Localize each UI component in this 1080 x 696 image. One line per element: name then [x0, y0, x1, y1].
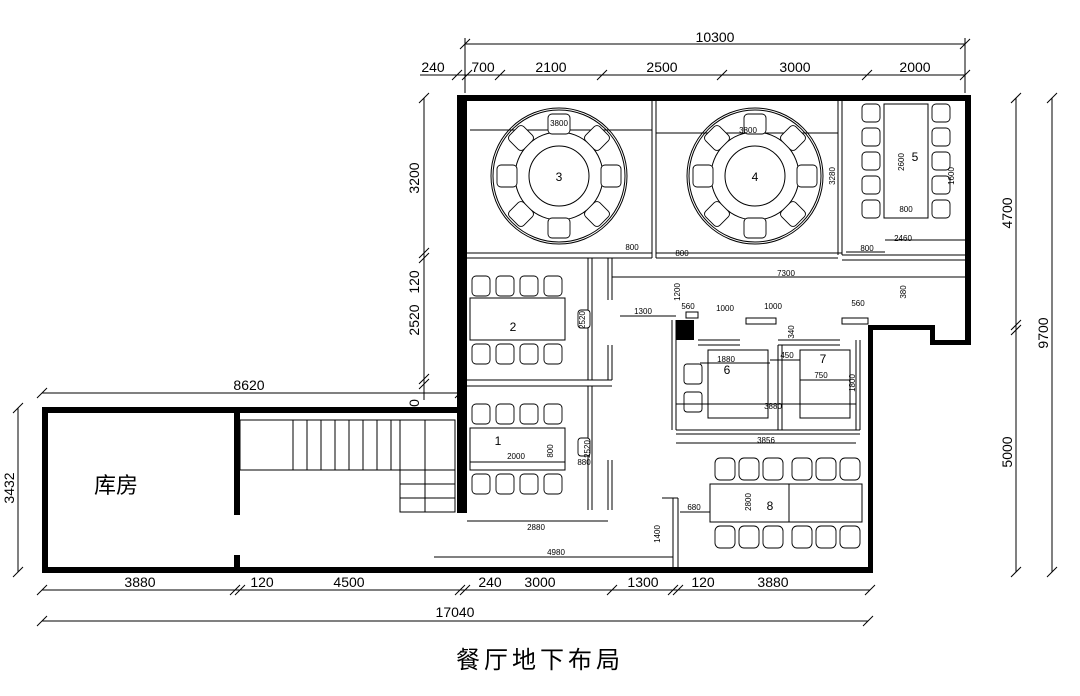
dim-bottom-seg-0: 3880	[124, 574, 155, 590]
sdim-1300: 1300	[634, 307, 652, 316]
sdim-880: 880	[577, 458, 591, 467]
bar-room-6-7	[683, 349, 851, 419]
room-number-8: 8	[767, 499, 774, 513]
room-number-4: 4	[752, 170, 759, 184]
sdim-4980: 4980	[547, 548, 565, 557]
dim-bottom-seg-3: 240	[478, 574, 502, 590]
dim-right-seg-0: 4700	[999, 197, 1015, 228]
sdim-680: 680	[687, 503, 701, 512]
walls	[42, 95, 971, 573]
sdim-1800: 1800	[848, 374, 857, 392]
round-chairs-4	[692, 113, 818, 239]
sdim-1400: 1400	[653, 525, 662, 543]
sdim-800c: 800	[625, 243, 639, 252]
dim-left-seg-3: 0	[406, 399, 422, 407]
dim-bottom-seg-2: 4500	[333, 574, 364, 590]
dim-top-total: 10300	[696, 29, 735, 45]
small-dimension-labels: 3800 3800 3280 2600 1600 800 2460 800 80…	[507, 119, 956, 557]
sdim-560a: 560	[681, 302, 695, 311]
dim-left-seg-0: 3200	[406, 162, 422, 193]
sdim-800d: 800	[675, 249, 689, 258]
sdim-2520b: 2520	[583, 440, 592, 458]
dim-right-seg-1: 5000	[999, 436, 1015, 467]
room-number-5: 5	[912, 150, 919, 164]
sdim-1880: 1880	[717, 355, 735, 364]
dim-bottom-seg-6: 120	[691, 574, 715, 590]
sdim-2460: 2460	[894, 234, 912, 243]
sdim-1000a: 1000	[716, 304, 734, 313]
room-number-1: 1	[495, 434, 502, 448]
dim-top-seg-2: 2100	[535, 59, 566, 75]
room-number-6: 6	[724, 363, 731, 377]
dim-top-seg-5: 2000	[899, 59, 930, 75]
drawing-caption: 餐厅地下布局	[456, 646, 624, 674]
sdim-2600: 2600	[897, 153, 906, 171]
long-table-room-5	[861, 103, 951, 219]
sdim-3800a: 3800	[550, 119, 568, 128]
sdim-340: 340	[787, 325, 796, 339]
round-table-room-3	[490, 107, 628, 245]
sdim-3856: 3856	[757, 436, 775, 445]
dim-left-seg-2: 2520	[406, 304, 422, 335]
sdim-1200: 1200	[673, 283, 682, 301]
sdim-2000: 2000	[507, 452, 525, 461]
dim-bottom-seg-1: 120	[250, 574, 274, 590]
dimension-labels: 10300 240 700 2100 2500 3000 2000 3200 1…	[1, 29, 1051, 620]
sdim-800e: 800	[546, 444, 555, 458]
sdim-380: 380	[899, 285, 908, 299]
sdim-750: 750	[814, 371, 828, 380]
sdim-3880: 3880	[764, 402, 782, 411]
dimension-lines	[12, 38, 1058, 627]
dim-bottom-seg-4: 3000	[524, 574, 555, 590]
dim-top-seg-1: 700	[471, 59, 495, 75]
dim-right-total: 9700	[1035, 317, 1051, 348]
dim-left-lower: 3432	[1, 472, 17, 503]
sdim-3280: 3280	[828, 167, 837, 185]
storage-label: 库房	[94, 474, 138, 499]
dim-left-seg-1: 120	[406, 270, 422, 294]
round-chairs-3	[496, 113, 622, 239]
dim-bottom-total: 17040	[436, 604, 475, 620]
round-table-room-4	[686, 107, 824, 245]
table-room-8	[709, 457, 863, 549]
sdim-2800: 2800	[744, 493, 753, 511]
sdim-2880: 2880	[527, 523, 545, 532]
sdim-800a: 800	[899, 205, 913, 214]
sdim-800b: 800	[860, 244, 874, 253]
room-numbers: 3 4 5 2 1 6 7 8	[495, 150, 919, 513]
sdim-3800b: 3800	[739, 126, 757, 135]
sdim-560b: 560	[851, 299, 865, 308]
dim-storage-width: 8620	[233, 377, 264, 393]
sdim-7300: 7300	[777, 269, 795, 278]
sdim-450: 450	[780, 351, 794, 360]
dim-top-seg-3: 2500	[646, 59, 677, 75]
sdim-1600: 1600	[947, 167, 956, 185]
dim-bottom-seg-7: 3880	[757, 574, 788, 590]
room-number-2: 2	[510, 320, 517, 334]
table-room-2	[469, 275, 591, 365]
stair	[239, 419, 456, 513]
dim-top-seg-0: 240	[421, 59, 445, 75]
table-room-1	[469, 403, 591, 495]
sdim-2520a: 2520	[578, 311, 587, 329]
room-number-3: 3	[556, 170, 563, 184]
dim-top-seg-4: 3000	[779, 59, 810, 75]
sdim-1000b: 1000	[764, 302, 782, 311]
dim-bottom-seg-5: 1300	[627, 574, 658, 590]
room-number-7: 7	[820, 352, 827, 366]
